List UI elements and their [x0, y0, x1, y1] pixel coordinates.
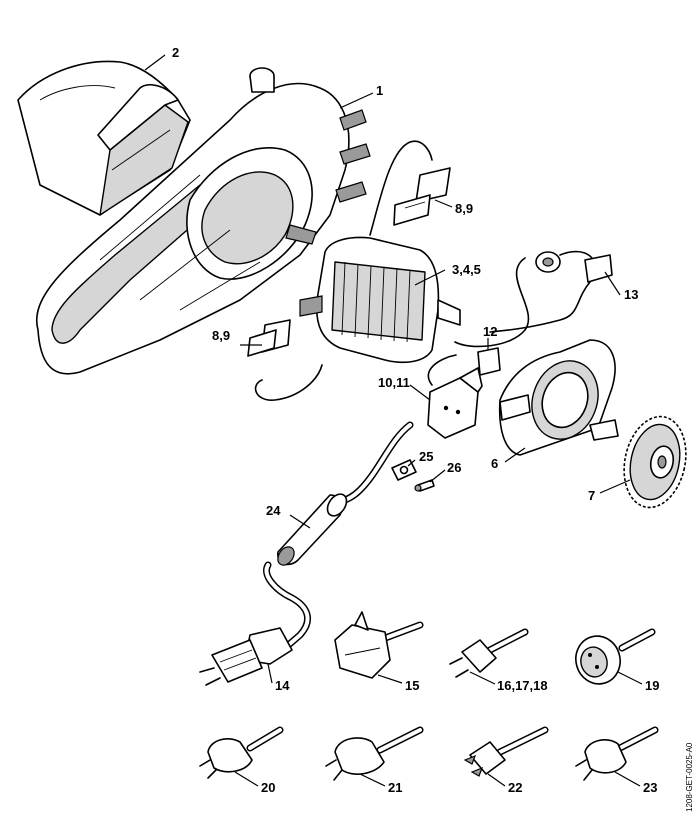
- leader-lines: [144, 54, 643, 787]
- label-part-15: 15: [405, 678, 419, 693]
- cord-with-plug-part[interactable]: [199, 561, 311, 686]
- plug-21-part[interactable]: [325, 726, 424, 781]
- plug-20-part[interactable]: [199, 726, 284, 779]
- fan-housing-part[interactable]: [498, 339, 619, 456]
- label-part-26: 26: [447, 460, 461, 475]
- label-part-23: 23: [643, 780, 657, 795]
- label-part-24: 24: [266, 503, 281, 518]
- cover-part[interactable]: [17, 60, 191, 216]
- label-part-19: 19: [645, 678, 659, 693]
- label-part-7: 7: [588, 488, 595, 503]
- carbon-brush-upper-part[interactable]: [369, 140, 451, 236]
- screw-part[interactable]: [414, 479, 435, 492]
- label-part-10-11: 10,11: [378, 375, 410, 390]
- label-part-14: 14: [275, 678, 290, 693]
- carbon-brush-lower-part[interactable]: [247, 319, 323, 401]
- euro-plug-part[interactable]: [449, 628, 529, 678]
- switch-part[interactable]: [427, 347, 501, 439]
- label-part-3-4-5: 3,4,5: [452, 262, 481, 277]
- uk-plug-part[interactable]: [334, 611, 424, 679]
- drawing-code: 1208-GET-0025-A0: [685, 742, 694, 812]
- label-part-8-9-lower: 8,9: [212, 328, 230, 343]
- label-part-22: 22: [508, 780, 522, 795]
- label-part-20: 20: [261, 780, 275, 795]
- label-part-21: 21: [388, 780, 402, 795]
- armature-field-part[interactable]: [299, 236, 461, 364]
- label-part-13: 13: [624, 287, 638, 302]
- cable-sleeve-part[interactable]: [275, 491, 351, 569]
- label-part-2: 2: [172, 45, 179, 60]
- power-cord-part[interactable]: [336, 421, 414, 506]
- label-part-1: 1: [376, 83, 383, 98]
- label-part-6: 6: [491, 456, 498, 471]
- label-part-25: 25: [419, 449, 433, 464]
- us-plug-part[interactable]: [463, 726, 549, 777]
- label-part-8-9-upper: 8,9: [455, 201, 473, 216]
- label-part-12: 12: [483, 324, 497, 339]
- motor-housing-part[interactable]: [36, 67, 371, 375]
- label-part-16-17-18: 16,17,18: [497, 678, 548, 693]
- suppressor-part[interactable]: [454, 250, 613, 348]
- plug-23-part[interactable]: [575, 726, 659, 781]
- gear-wheel-part[interactable]: [616, 411, 694, 513]
- round-plug-part[interactable]: [571, 628, 656, 689]
